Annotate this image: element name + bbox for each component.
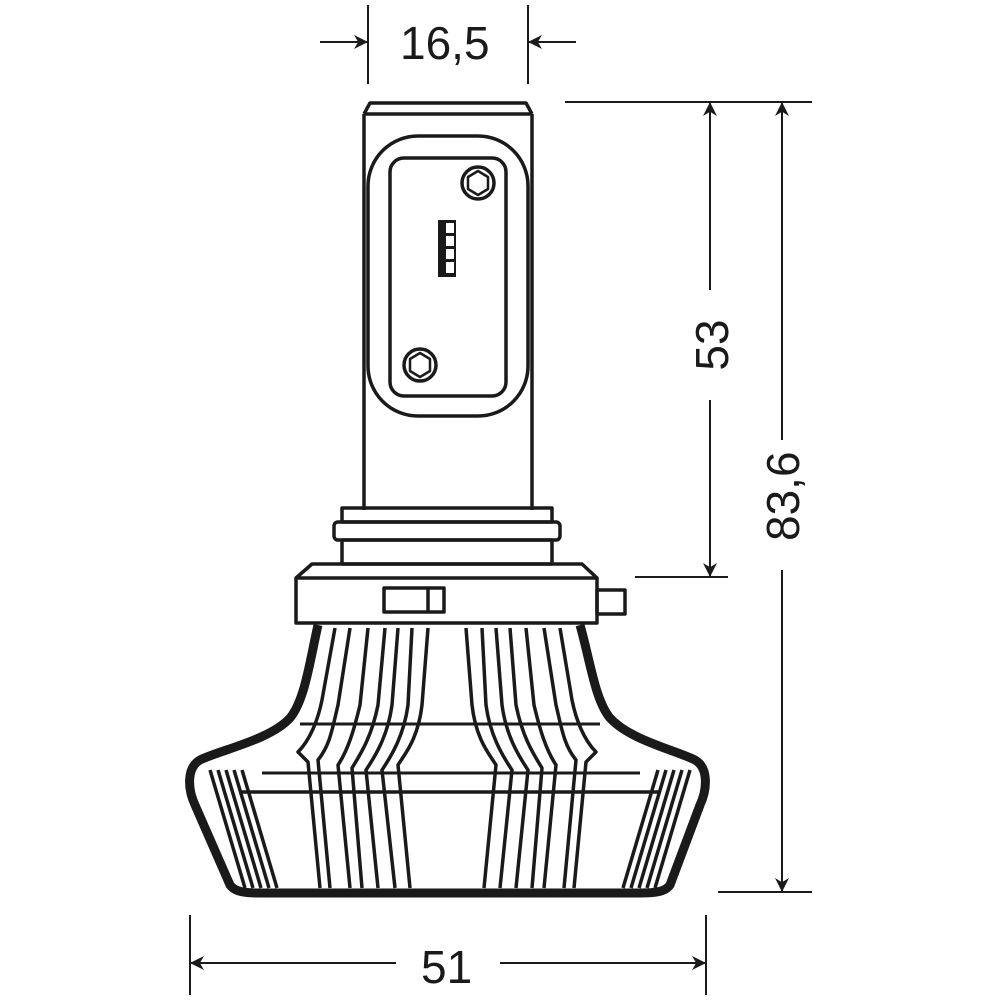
- led-height-label: 53: [686, 319, 738, 371]
- bulb-collar: [294, 506, 627, 625]
- screw-bottom-icon: [402, 347, 438, 383]
- head-width-label: 16,5: [400, 17, 490, 69]
- dimension-base-width: [189, 915, 707, 995]
- dimension-head-width: [320, 5, 576, 84]
- screw-top-icon: [460, 165, 496, 201]
- led-head: [362, 101, 534, 510]
- total-height-label: 83,6: [757, 451, 809, 541]
- led-chip-icon: [438, 220, 456, 277]
- base-width-label: 51: [421, 941, 473, 993]
- heat-sink: [185, 623, 710, 898]
- dimension-heights: [565, 101, 812, 893]
